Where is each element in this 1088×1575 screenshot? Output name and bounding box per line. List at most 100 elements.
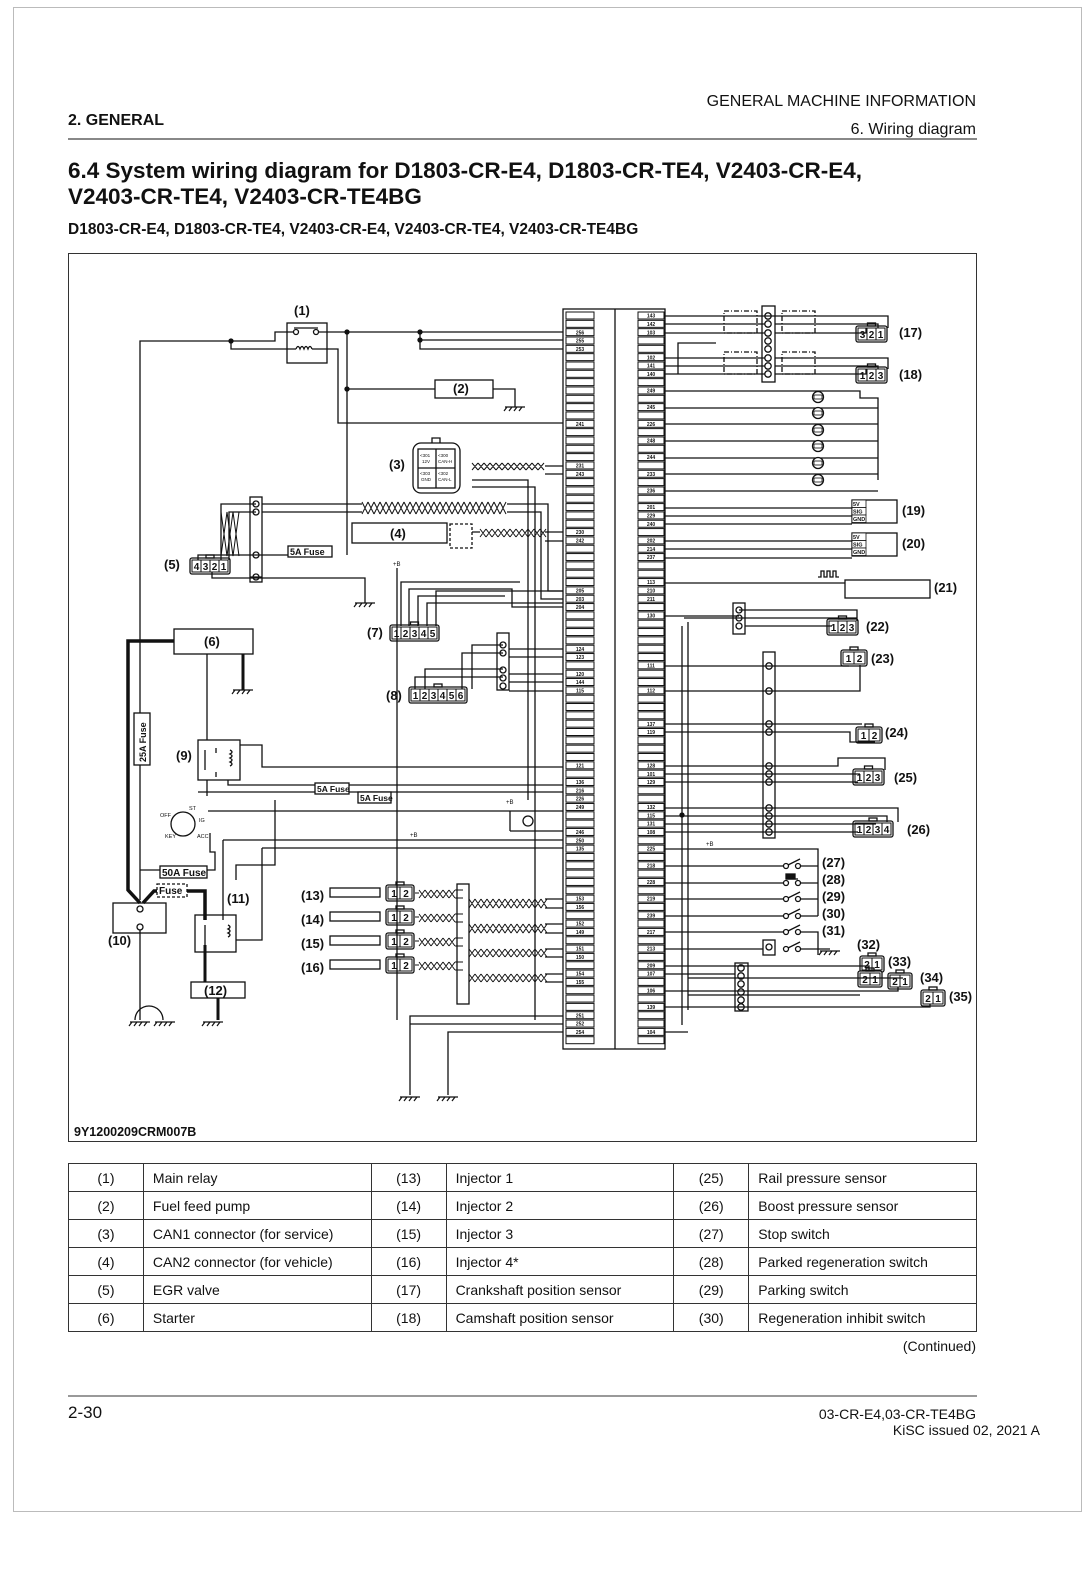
- part-number: (30): [673, 1303, 750, 1332]
- ecu-slot: [565, 669, 595, 678]
- connector-pin: [399, 934, 413, 948]
- callout-11: (11): [227, 891, 249, 906]
- ecu-pin-label: 132: [647, 805, 656, 811]
- switch-blade: [787, 858, 801, 866]
- callout-15: (15): [301, 936, 324, 951]
- sensor-element: [813, 443, 823, 449]
- ecu-slot: [637, 536, 665, 545]
- ecu-slot: [565, 736, 595, 745]
- header-rule: [68, 138, 977, 140]
- ecu-slot: [565, 844, 595, 853]
- connector-pin: [868, 728, 881, 742]
- ecu-pin-label: 253: [576, 347, 585, 353]
- ecu-pin-label: 214: [647, 547, 656, 553]
- connector-pin-number: 2: [403, 937, 409, 948]
- connector-pin-number: 1: [391, 961, 397, 972]
- part-number: (15): [370, 1219, 447, 1248]
- ecu-pin-label: 226: [647, 422, 656, 428]
- ecu-slot: [637, 553, 665, 562]
- ecu-slot: [637, 961, 665, 970]
- ecu-connector: 2562552532412312432302422052032041241231…: [562, 308, 666, 1050]
- connector-pin: [399, 910, 413, 924]
- connector-pin-number: 1: [902, 977, 908, 988]
- ecu-slot: [637, 519, 665, 528]
- ecu-slot: [565, 478, 595, 487]
- ecu-slot: [565, 1019, 595, 1028]
- egr-terminal-bar: [249, 496, 263, 583]
- ecu-pin-label: 137: [647, 722, 656, 728]
- part-number: (17): [370, 1275, 447, 1304]
- ecu-slot: [637, 669, 665, 678]
- terminal-dot: [764, 329, 772, 337]
- ecu-pin-label: 252: [576, 1022, 585, 1028]
- twisted-pair: [220, 511, 240, 557]
- connector-pin-number: 4: [421, 629, 427, 640]
- part-number: (25): [673, 1163, 750, 1192]
- ecu-slot: [637, 511, 665, 520]
- ecu-slot: [565, 428, 595, 437]
- ecu-slot: [637, 411, 665, 420]
- ecu-slot: [637, 494, 665, 503]
- connector-pin: [899, 974, 911, 988]
- sensor-terminal-bar: [761, 305, 776, 383]
- fuse-label: Fuse: [159, 886, 183, 897]
- callout-23: (23): [871, 651, 894, 666]
- ecu-slot: [637, 703, 665, 712]
- footer-model: 03-CR-E4,03-CR-TE4BG: [818, 1406, 976, 1422]
- switch-contact: [782, 895, 790, 903]
- twisted-pair: [418, 937, 456, 947]
- ecu-slot: [637, 902, 665, 911]
- ecu-pin-label: 219: [647, 897, 656, 903]
- ecu-pin-label: 210: [647, 588, 656, 594]
- part-description: Boost pressure sensor: [748, 1191, 977, 1220]
- connector-latch: [849, 646, 859, 651]
- ecu-slot: [565, 453, 595, 462]
- ecu-pin-label: 229: [647, 514, 656, 520]
- ecu-slot: [565, 494, 595, 503]
- terminal-bar-long: [762, 651, 776, 839]
- ecu-pin-label: 141: [647, 364, 656, 370]
- ecu-pin-label: 113: [647, 580, 655, 586]
- connector-latch: [865, 967, 875, 972]
- ecu-slot: [637, 586, 665, 595]
- key-st-label: ST: [189, 806, 197, 812]
- ecu-slot: [637, 644, 665, 653]
- ecu-slot: [565, 786, 595, 795]
- ecu-slot: [565, 461, 595, 470]
- ecu-slot: [637, 811, 665, 820]
- connector-pin-number: 5: [430, 629, 436, 640]
- sensor-element: [813, 427, 823, 433]
- sensor-pin-label: SIG: [853, 510, 862, 516]
- callout-6: (6): [204, 634, 220, 649]
- connector-pin: [872, 770, 883, 784]
- sensor-element: [813, 394, 823, 400]
- ecu-slot: [565, 794, 595, 803]
- switch-contact: [782, 928, 790, 936]
- switch-contact: [794, 862, 802, 870]
- fuse-5a-label-2: 5A Fuse: [317, 784, 350, 794]
- terminal-bar-bottom: [734, 962, 749, 1012]
- ecu-pin-label: 154: [576, 972, 585, 978]
- connector-pin-number: 4: [440, 691, 446, 702]
- ecu-slot: [637, 752, 665, 761]
- page-title: 6.4 System wiring diagram for D1803-CR-E…: [68, 158, 862, 210]
- ecu-slot: [565, 469, 595, 478]
- ecu-slot: [565, 553, 595, 562]
- table-row: (1)Main relay(13)Injector 1(25)Rail pres…: [68, 1163, 977, 1192]
- ecu-slot: [565, 444, 595, 453]
- connector-pin-number: 2: [925, 994, 931, 1005]
- ecu-pin-label: 249: [647, 389, 656, 395]
- ecu-pin-label: 112: [647, 688, 655, 694]
- part-number: (26): [673, 1191, 750, 1220]
- can1-pin-label: <302: [438, 471, 449, 476]
- switch-contact: [794, 879, 802, 887]
- ecu-slot: [565, 569, 595, 578]
- battery-plus-label: +B: [706, 842, 714, 848]
- sensor-icon: [811, 473, 825, 487]
- ecu-slot: [565, 911, 595, 920]
- ecu-pin-label: 123: [576, 655, 585, 661]
- ecu-pin-label: 233: [647, 472, 656, 478]
- ecu-slot: [565, 861, 595, 870]
